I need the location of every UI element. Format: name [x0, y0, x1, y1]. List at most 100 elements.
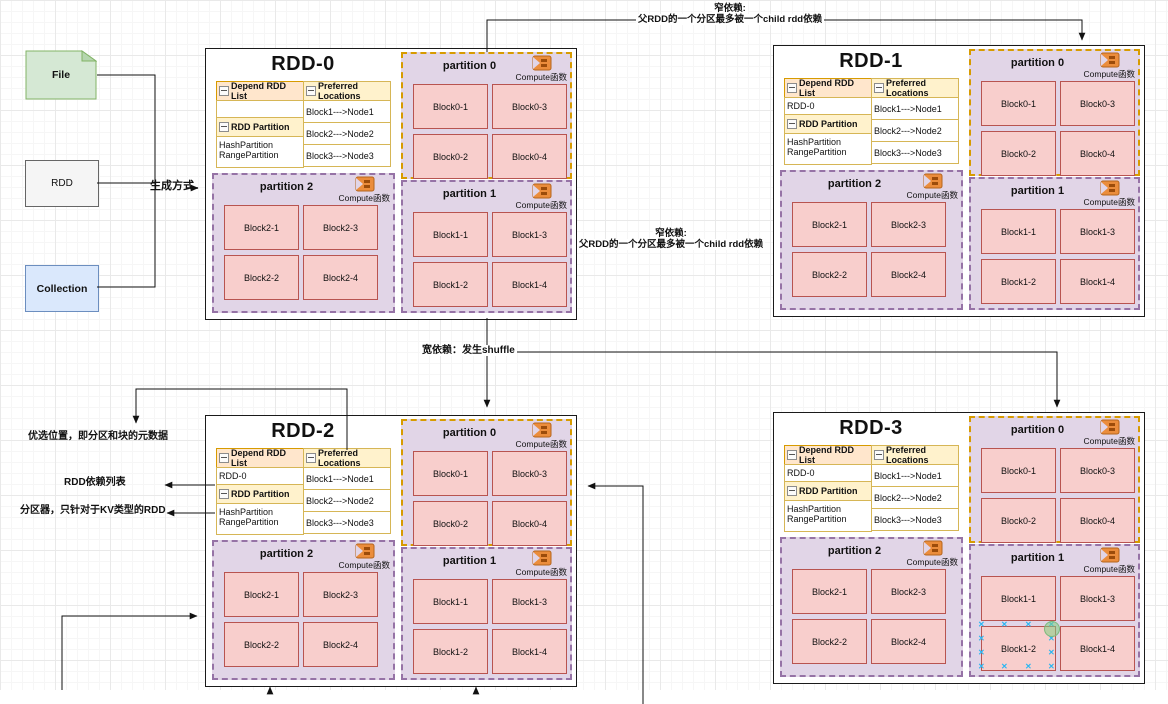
wide-dep-label[interactable]: 宽依赖：发生shuffle — [420, 345, 517, 356]
block[interactable]: Block0-1 — [413, 451, 488, 496]
location-cell[interactable]: Block2--->Node2 — [871, 486, 959, 509]
block[interactable]: Block0-2 — [981, 498, 1056, 543]
block[interactable]: Block0-4 — [492, 501, 567, 546]
preferred-locations-header[interactable]: Preferred Locations — [871, 78, 959, 98]
block[interactable]: Block2-3 — [303, 205, 378, 250]
block[interactable]: Block2-4 — [303, 622, 378, 667]
rdd-3-partition-1[interactable]: partition 1 Compute函数 Block1-1 Block1-3 … — [969, 544, 1140, 677]
block[interactable]: Block0-3 — [492, 451, 567, 496]
block[interactable]: Block2-1 — [792, 202, 867, 247]
block[interactable]: Block1-3 — [1060, 576, 1135, 621]
block[interactable]: Block2-3 — [871, 202, 946, 247]
rdd-partition-header[interactable]: RDD Partition — [216, 484, 304, 504]
block[interactable]: Block2-2 — [224, 622, 299, 667]
generate-label[interactable]: 生成方式 — [150, 180, 194, 192]
block[interactable]: Block1-1 — [413, 579, 488, 624]
block[interactable]: Block1-1 — [981, 209, 1056, 254]
preferred-locations-header[interactable]: Preferred Locations — [303, 81, 391, 101]
block selected-block[interactable]: Block1-2 — [981, 626, 1056, 671]
block[interactable]: Block2-1 — [224, 572, 299, 617]
rdd-2-partition-0[interactable]: partition 0 Compute函数 Block0-1 Block0-3 … — [401, 419, 572, 546]
file-shape[interactable]: File — [25, 50, 97, 100]
rdd-2-partition-2[interactable]: partition 2 Compute函数 Block2-1 Block2-3 … — [212, 540, 395, 680]
depend-rdd-value[interactable]: RDD-0 — [784, 97, 872, 115]
preferred-locations-header[interactable]: Preferred Locations — [303, 448, 391, 468]
block[interactable]: Block2-1 — [224, 205, 299, 250]
block[interactable]: Block0-4 — [492, 134, 567, 179]
depend-rdd-value[interactable]: RDD-0 — [784, 464, 872, 482]
location-cell[interactable]: Block2--->Node2 — [871, 119, 959, 142]
block[interactable]: Block2-3 — [303, 572, 378, 617]
rdd-0-partition-1[interactable]: partition 1 Compute函数 Block1-1 Block1-3 … — [401, 180, 572, 313]
rdd-3-partition-2[interactable]: partition 2 Compute函数 Block2-1 Block2-3 … — [780, 537, 963, 677]
rdd-1-partition-1[interactable]: partition 1 Compute函数 Block1-1 Block1-3 … — [969, 177, 1140, 310]
block[interactable]: Block1-1 — [413, 212, 488, 257]
block[interactable]: Block2-3 — [871, 569, 946, 614]
depend-rdd-list-header[interactable]: Depend RDD List — [784, 445, 872, 465]
preferred-locations-note[interactable]: 优选位置，即分区和块的元数据 — [28, 431, 168, 442]
block[interactable]: Block1-2 — [413, 629, 488, 674]
block[interactable]: Block1-4 — [492, 629, 567, 674]
block[interactable]: Block2-2 — [224, 255, 299, 300]
block[interactable]: Block1-2 — [981, 259, 1056, 304]
block[interactable]: Block0-2 — [981, 131, 1056, 176]
location-cell[interactable]: Block2--->Node2 — [303, 489, 391, 512]
rdd-3-partition-0[interactable]: partition 0 Compute函数 Block0-1 Block0-3 … — [969, 416, 1140, 543]
narrow-dep-top-label[interactable]: 窄依赖: 父RDD的一个分区最多被一个child rdd依赖 — [635, 3, 825, 25]
block[interactable]: Block1-2 — [413, 262, 488, 307]
rdd-partition-header[interactable]: RDD Partition — [216, 117, 304, 137]
rdd-0-card[interactable]: RDD-0 Depend RDD List RDD Partition Hash… — [205, 48, 577, 320]
depend-rdd-list-header[interactable]: Depend RDD List — [216, 81, 304, 101]
location-cell[interactable]: Block3--->Node3 — [303, 511, 391, 534]
block[interactable]: Block0-1 — [981, 448, 1056, 493]
rdd-1-partition-2[interactable]: partition 2 Compute函数 Block2-1 Block2-3 … — [780, 170, 963, 310]
block[interactable]: Block0-1 — [981, 81, 1056, 126]
block[interactable]: Block2-4 — [303, 255, 378, 300]
depend-list-note[interactable]: RDD依赖列表 — [64, 477, 126, 488]
block[interactable]: Block0-2 — [413, 134, 488, 179]
rdd-1-partition-0[interactable]: partition 0 Compute函数 Block0-1 Block0-3 … — [969, 49, 1140, 176]
block[interactable]: Block0-2 — [413, 501, 488, 546]
block[interactable]: Block0-3 — [1060, 448, 1135, 493]
block[interactable]: Block0-4 — [1060, 498, 1135, 543]
block[interactable]: Block2-4 — [871, 619, 946, 664]
block[interactable]: Block2-4 — [871, 252, 946, 297]
rdd-shape[interactable]: RDD — [25, 160, 99, 207]
partitioner-note[interactable]: 分区器，只针对于KV类型的RDD — [20, 505, 166, 516]
rdd-partition-header[interactable]: RDD Partition — [784, 481, 872, 501]
location-cell[interactable]: Block2--->Node2 — [303, 122, 391, 145]
depend-rdd-list-header[interactable]: Depend RDD List — [216, 448, 304, 468]
location-cell[interactable]: Block1--->Node1 — [871, 464, 959, 487]
location-cell[interactable]: Block3--->Node3 — [871, 508, 959, 531]
rdd-2-partition-1[interactable]: partition 1 Compute函数 Block1-1 Block1-3 … — [401, 547, 572, 680]
block[interactable]: Block2-1 — [792, 569, 867, 614]
block[interactable]: Block2-2 — [792, 252, 867, 297]
block[interactable]: Block0-3 — [1060, 81, 1135, 126]
block[interactable]: Block1-1 — [981, 576, 1056, 621]
depend-rdd-list-header[interactable]: Depend RDD List — [784, 78, 872, 98]
rdd-partition-header[interactable]: RDD Partition — [784, 114, 872, 134]
block[interactable]: Block0-3 — [492, 84, 567, 129]
block[interactable]: Block2-2 — [792, 619, 867, 664]
narrow-dep-mid-label[interactable]: 窄依赖: 父RDD的一个分区最多被一个child rdd依赖 — [576, 228, 766, 250]
location-cell[interactable]: Block1--->Node1 — [303, 100, 391, 123]
depend-rdd-value[interactable]: RDD-0 — [216, 467, 304, 485]
block[interactable]: Block0-1 — [413, 84, 488, 129]
rdd-3-card[interactable]: RDD-3 Depend RDD List RDD-0 RDD Partitio… — [773, 412, 1145, 684]
location-cell[interactable]: Block3--->Node3 — [303, 144, 391, 167]
block[interactable]: Block1-4 — [1060, 626, 1135, 671]
location-cell[interactable]: Block1--->Node1 — [303, 467, 391, 490]
block[interactable]: Block0-4 — [1060, 131, 1135, 176]
rdd-0-partition-2[interactable]: partition 2 Compute函数 Block2-1 Block2-3 … — [212, 173, 395, 313]
location-cell[interactable]: Block3--->Node3 — [871, 141, 959, 164]
preferred-locations-header[interactable]: Preferred Locations — [871, 445, 959, 465]
block[interactable]: Block1-3 — [492, 212, 567, 257]
block[interactable]: Block1-3 — [1060, 209, 1135, 254]
rdd-2-card[interactable]: RDD-2 Depend RDD List RDD-0 RDD Partitio… — [205, 415, 577, 687]
rdd-0-partition-0[interactable]: partition 0 Compute函数 Block0-1 Block0-3 … — [401, 52, 572, 179]
location-cell[interactable]: Block1--->Node1 — [871, 97, 959, 120]
block[interactable]: Block1-4 — [1060, 259, 1135, 304]
